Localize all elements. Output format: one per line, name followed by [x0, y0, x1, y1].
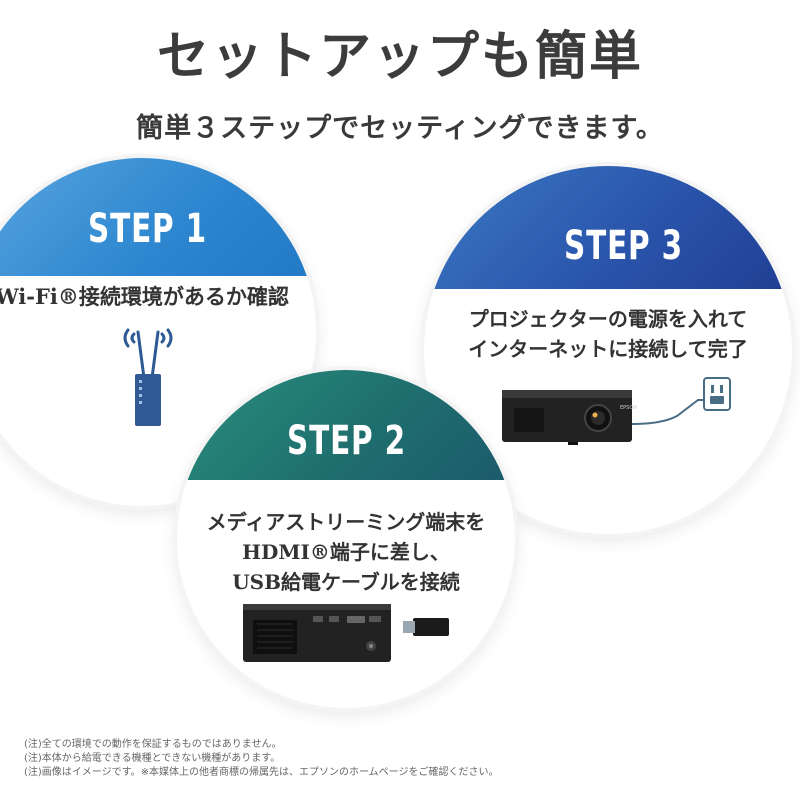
step-3-header: STEP 3	[424, 166, 792, 289]
projector-front-with-outlet-icon: EPSON	[502, 376, 742, 460]
step-2-line-2: HDMI®端子に差し、	[242, 540, 450, 564]
step-3-line-1: プロジェクターの電源を入れて	[468, 307, 748, 331]
footnote-3: (注)画像はイメージです。※本媒体上の他者商標の帰属先は、エプソンのホームページ…	[24, 767, 499, 778]
step-1-label: STEP 1	[87, 206, 207, 252]
wifi-router-icon	[120, 320, 176, 434]
footnote-2: (注)本体から給電できる機種とできない機種があります。	[24, 753, 281, 764]
step-3-label: STEP 3	[563, 223, 683, 269]
page-subtitle: 簡単３ステップでセッティングできます。	[136, 113, 664, 144]
step-2-line-3: USB給電ケーブルを接続	[232, 570, 460, 594]
step-2-description: メディアストリーミング端末を HDMI®端子に差し、 USB給電ケーブルを接続	[177, 507, 515, 597]
step-2-label: STEP 2	[286, 418, 406, 464]
projector-brand: EPSON	[620, 405, 637, 411]
footnotes: (注)全ての環境での動作を保証するものではありません。 (注)本体から給電できる…	[24, 738, 498, 780]
step-1-header: STEP 1	[0, 158, 316, 276]
step-2-line-1: メディアストリーミング端末を	[206, 510, 486, 534]
step-2-circle: STEP 2 メディアストリーミング端末を HDMI®端子に差し、 USB給電ケ…	[177, 370, 515, 708]
step-3-description: プロジェクターの電源を入れて インターネットに接続して完了	[424, 304, 792, 364]
step-1-description: Wi-Fi®接続環境があるか確認	[0, 282, 316, 312]
step-3-line-2: インターネットに接続して完了	[468, 337, 748, 361]
step-2-header: STEP 2	[177, 370, 515, 480]
step-1-line-1: Wi-Fi®接続環境があるか確認	[0, 284, 289, 309]
projector-rear-with-stick-icon	[243, 602, 453, 670]
footnote-1: (注)全ての環境での動作を保証するものではありません。	[24, 739, 282, 750]
step-1-circle: STEP 1 Wi-Fi®接続環境があるか確認	[0, 158, 316, 506]
page-title: セットアップも簡単	[156, 27, 643, 87]
